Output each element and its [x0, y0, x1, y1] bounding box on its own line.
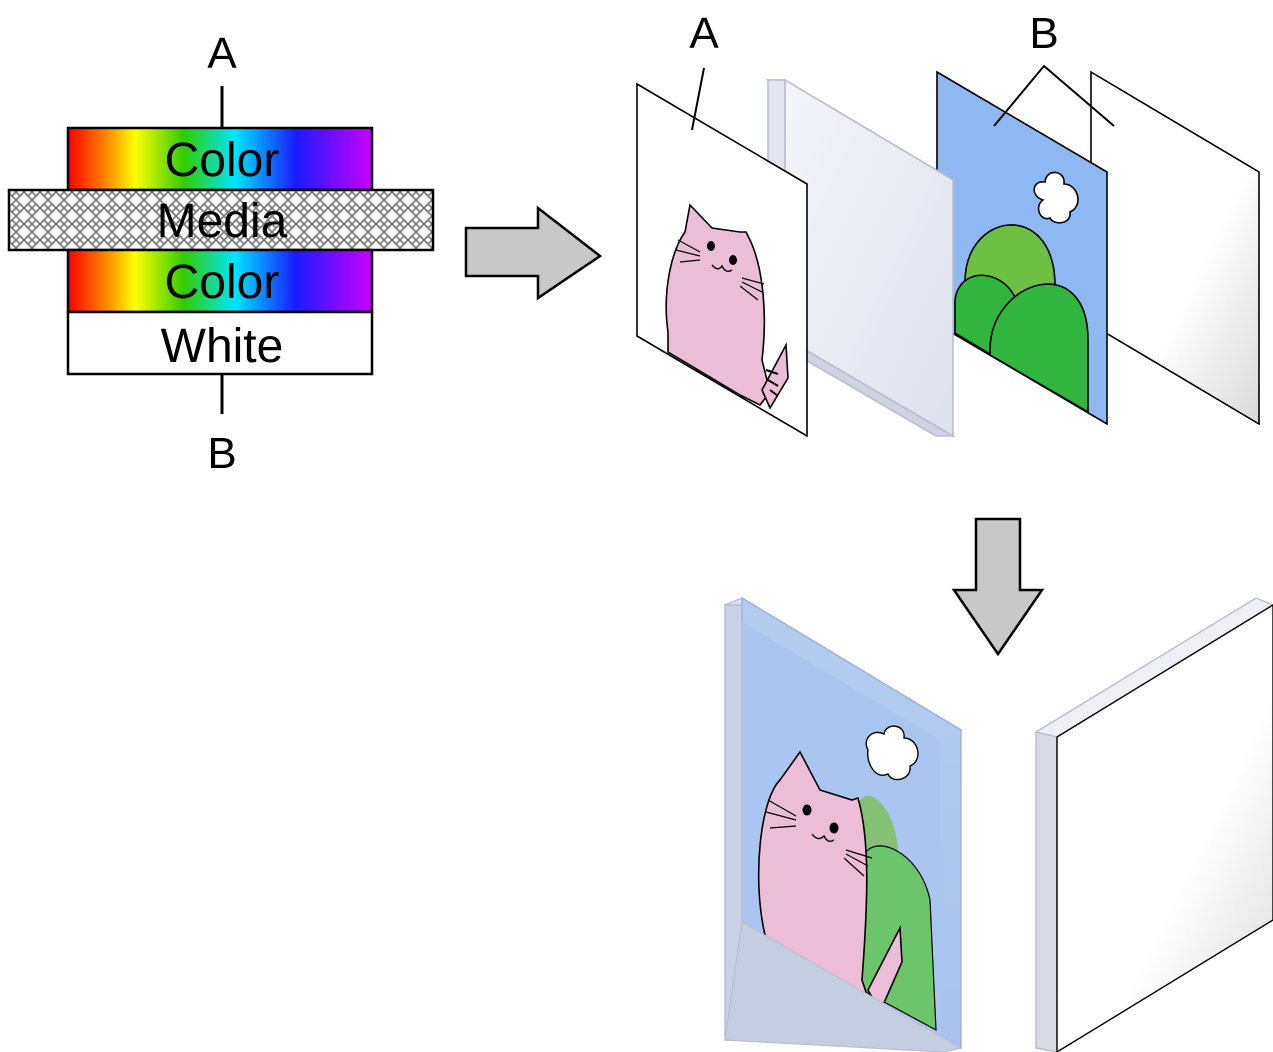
assembled-panel-back — [1034, 597, 1273, 1052]
exploded-view: A B — [636, 9, 1260, 438]
label-b-leader — [993, 64, 1115, 127]
assembled-panel-front — [723, 596, 963, 1052]
right-arrow — [464, 205, 603, 301]
exploded-label-a: A — [689, 9, 719, 58]
white-layer-label: White — [161, 320, 284, 373]
media-layer-label: Media — [157, 195, 288, 248]
down-arrow — [951, 517, 1045, 657]
layer-stack: A Color Media Color White B — [7, 29, 435, 478]
color-layer-top-label: Color — [165, 134, 280, 187]
exploded-label-b: B — [1029, 9, 1058, 58]
cat-illustration — [665, 203, 789, 410]
media-layer — [7, 188, 435, 252]
cloud-icon — [1033, 171, 1079, 224]
stack-bottom-label: B — [207, 429, 236, 478]
white-layer — [66, 310, 374, 376]
hills — [954, 224, 1089, 414]
stack-top-label: A — [207, 29, 237, 78]
white-backing-sheet — [1090, 70, 1260, 426]
label-a-leader — [691, 67, 705, 131]
cloud-icon — [865, 725, 919, 781]
color-layer-bottom-label: Color — [165, 256, 280, 309]
